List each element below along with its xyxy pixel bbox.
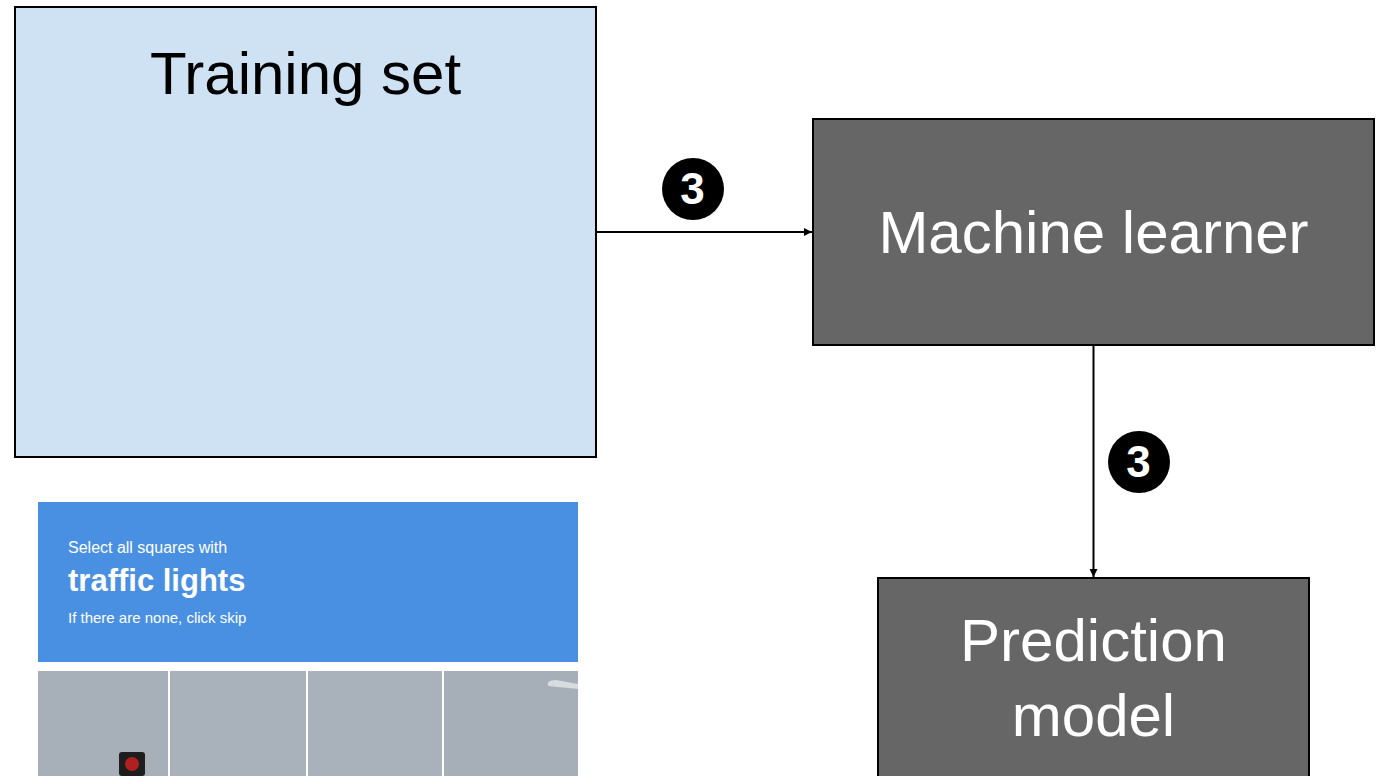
dataset-box: Training set [14, 6, 597, 458]
image-tile [308, 671, 442, 776]
box-label: Prediction model [919, 603, 1268, 753]
callout-number: 3 [662, 158, 724, 220]
box-label: Training set [150, 36, 461, 111]
flow-arrow [597, 231, 812, 233]
captcha-hint: If there are none, click skip [68, 609, 246, 626]
image-tile [38, 671, 168, 776]
traffic-light-lamp [125, 757, 139, 771]
captcha-panel [38, 502, 578, 776]
process-box: Machine learner [812, 118, 1375, 346]
street-lamp [548, 680, 578, 689]
callout-number: 3 [1108, 431, 1170, 493]
flow-arrow [1093, 346, 1095, 577]
captcha-instruction: Select all squares with [68, 539, 227, 557]
captcha-target: traffic lights [68, 563, 245, 599]
output-box: Prediction model [877, 577, 1310, 776]
box-label: Machine learner [878, 195, 1308, 270]
image-tile [444, 671, 578, 776]
image-tile [170, 671, 306, 776]
traffic-light [119, 752, 145, 776]
captcha-header [38, 502, 578, 662]
